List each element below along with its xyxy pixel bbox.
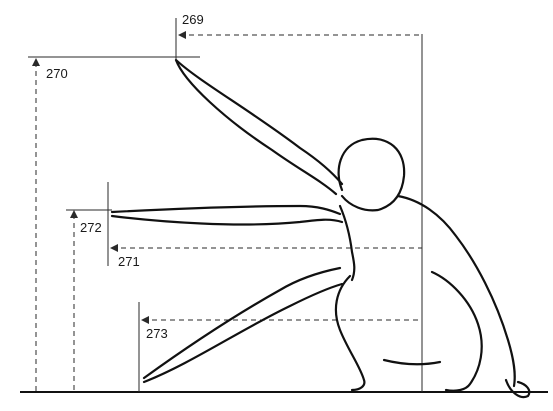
head [337, 137, 406, 212]
dimension-270: 270 [28, 56, 200, 392]
dimension-269: 269 [175, 12, 422, 62]
arrowhead-270 [32, 58, 40, 66]
arrowhead-269 [178, 31, 186, 39]
dimension-272: 272 [66, 209, 112, 392]
low-arm [142, 266, 344, 384]
horizontal-arm [110, 204, 344, 226]
rear-leg [430, 270, 483, 392]
label-270: 270 [46, 66, 68, 81]
arrowhead-271 [110, 244, 118, 252]
arrowhead-272 [70, 210, 78, 218]
overhead-arm [174, 58, 344, 196]
dimension-271: 271 [107, 182, 422, 269]
label-269: 269 [182, 12, 204, 27]
label-271: 271 [118, 254, 140, 269]
label-272: 272 [80, 220, 102, 235]
seat [382, 358, 442, 366]
arrowhead-273 [141, 316, 149, 324]
dimension-273: 273 [138, 302, 422, 392]
crouching-figure [110, 58, 531, 399]
back [396, 194, 516, 388]
label-273: 273 [146, 326, 168, 341]
ground-hand [504, 378, 531, 399]
chest [338, 204, 356, 282]
front-leg [334, 274, 366, 392]
